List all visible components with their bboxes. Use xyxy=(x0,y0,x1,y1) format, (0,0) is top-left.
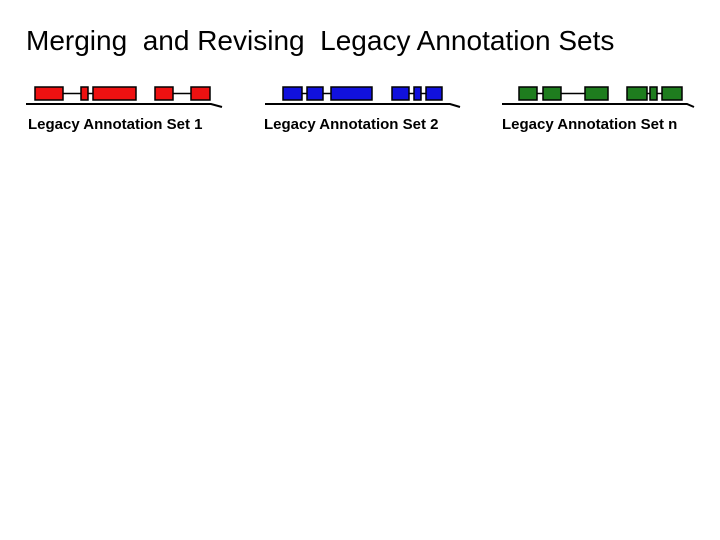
slide-title: Merging and Revising Legacy Annotation S… xyxy=(26,25,615,56)
exon-box xyxy=(306,86,324,101)
genome-baseline xyxy=(265,103,461,108)
gene-model-set-n xyxy=(502,86,695,108)
exon-box xyxy=(413,86,422,101)
exon-box xyxy=(391,86,410,101)
genome-baseline xyxy=(502,103,695,108)
exon-box xyxy=(649,86,658,101)
exon-box xyxy=(518,86,538,101)
exon-box xyxy=(584,86,609,101)
exon-box xyxy=(661,86,683,101)
gene-models-diagram xyxy=(26,86,695,108)
exon-box xyxy=(542,86,562,101)
exon-box xyxy=(80,86,89,101)
gene-model-set-2 xyxy=(265,86,461,108)
exon-box xyxy=(282,86,303,101)
exon-box xyxy=(154,86,174,101)
exon-box xyxy=(92,86,137,101)
exon-box xyxy=(425,86,443,101)
exon-box xyxy=(626,86,648,101)
gene-model-set-1 xyxy=(26,86,223,108)
exon-box xyxy=(330,86,373,101)
exon-box xyxy=(190,86,211,101)
exon-box xyxy=(34,86,64,101)
annotation-set-2-label: Legacy Annotation Set 2 xyxy=(264,116,439,133)
annotation-set-1-label: Legacy Annotation Set 1 xyxy=(28,116,203,133)
annotation-set-n-label: Legacy Annotation Set n xyxy=(502,116,678,133)
genome-baseline xyxy=(26,103,223,108)
